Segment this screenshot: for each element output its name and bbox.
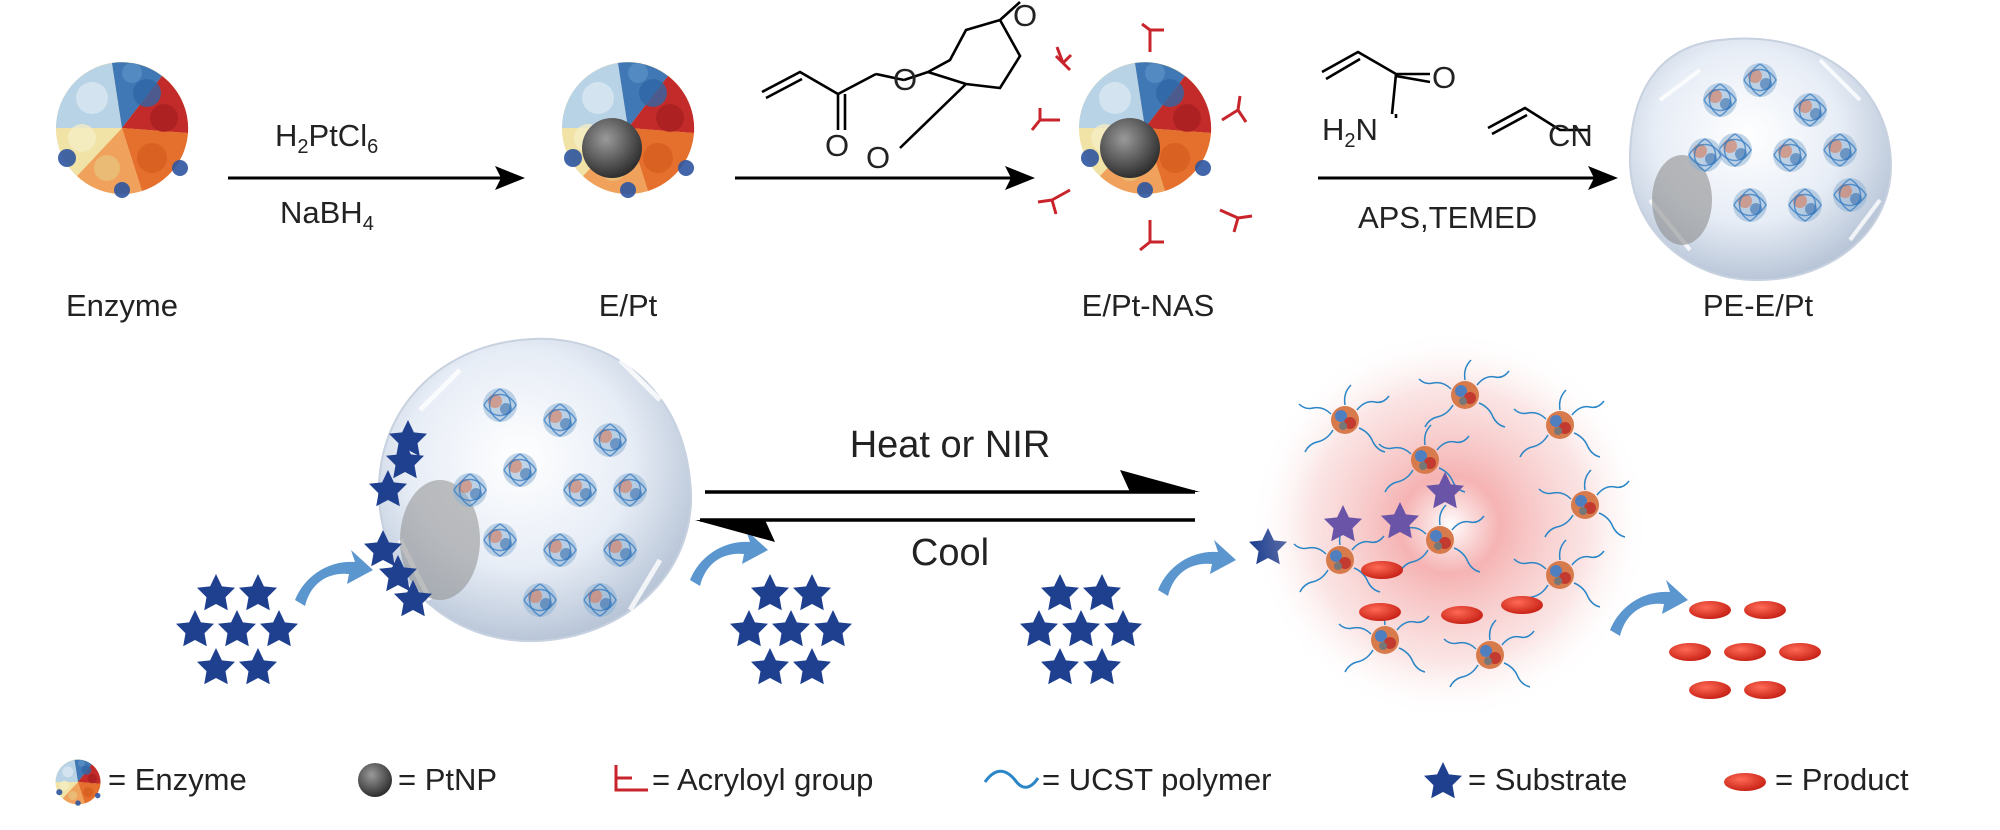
atom-cn: CN [1548,118,1593,153]
atom-nh2: H2N [1322,112,1378,153]
label-heat-or-nir: Heat or NIR [849,424,1051,466]
legend-ucst-icon [983,769,1040,789]
substrate-cluster-1 [176,574,298,685]
ptnp-particle [582,118,642,178]
reagent-aps-temed: APS,TEMED [1358,200,1538,235]
product-cluster [1669,601,1821,699]
legend-ucst-label: = UCST polymer [1042,762,1272,797]
curved-arrow-3 [1158,540,1236,596]
curved-arrow-1 [295,550,373,606]
legend-substrate-label: = Substrate [1468,762,1628,797]
atom-o-ring-top: O [1013,0,1038,33]
substrate-cluster-3 [1020,574,1142,685]
nanogel-cool-state [377,337,693,643]
atom-o-ring-bottom: O [866,140,891,175]
legend-enzyme-icon [55,759,101,806]
atom-o-amide: O [1432,60,1457,95]
label-cool: Cool [910,532,990,574]
legend-acryloyl-icon [614,765,648,792]
label-pe-e-pt: PE-E/Pt [1702,288,1814,323]
legend-enzyme-label: = Enzyme [108,762,247,797]
nas-structure [761,1,1022,149]
legend-acryloyl-label: = Acryloyl group [652,762,874,797]
legend-ptnp-label: = PtNP [398,762,498,797]
e-pt-nas-structure [1030,22,1253,252]
enzyme-structure [56,62,189,198]
e-pt-structure [562,62,695,198]
acrylamide-structure [1321,50,1431,118]
atom-o-carbonyl: O [825,128,850,163]
pe-e-pt-nanogel [1628,37,1892,282]
curved-arrow-2 [690,530,768,586]
legend-ptnp-icon [358,763,392,797]
label-e-pt: E/Pt [598,288,658,323]
acrylonitrile-structure [1487,106,1590,136]
legend-product-icon [1724,773,1766,791]
atom-o-ester: O [893,62,918,97]
equilibrium-arrows [695,470,1200,542]
legend-product-label: = Product [1775,762,1909,797]
legend-icons [55,759,1766,806]
substrate-cluster-2 [730,574,852,685]
label-enzyme: Enzyme [66,288,178,323]
reagent-h2ptcl6: H2PtCl6 [275,118,379,159]
legend-star-icon [1424,762,1462,799]
label-e-pt-nas: E/Pt-NAS [1081,288,1215,323]
reagent-nabh4: NaBH4 [280,195,374,236]
heated-released-state [1250,330,1650,720]
